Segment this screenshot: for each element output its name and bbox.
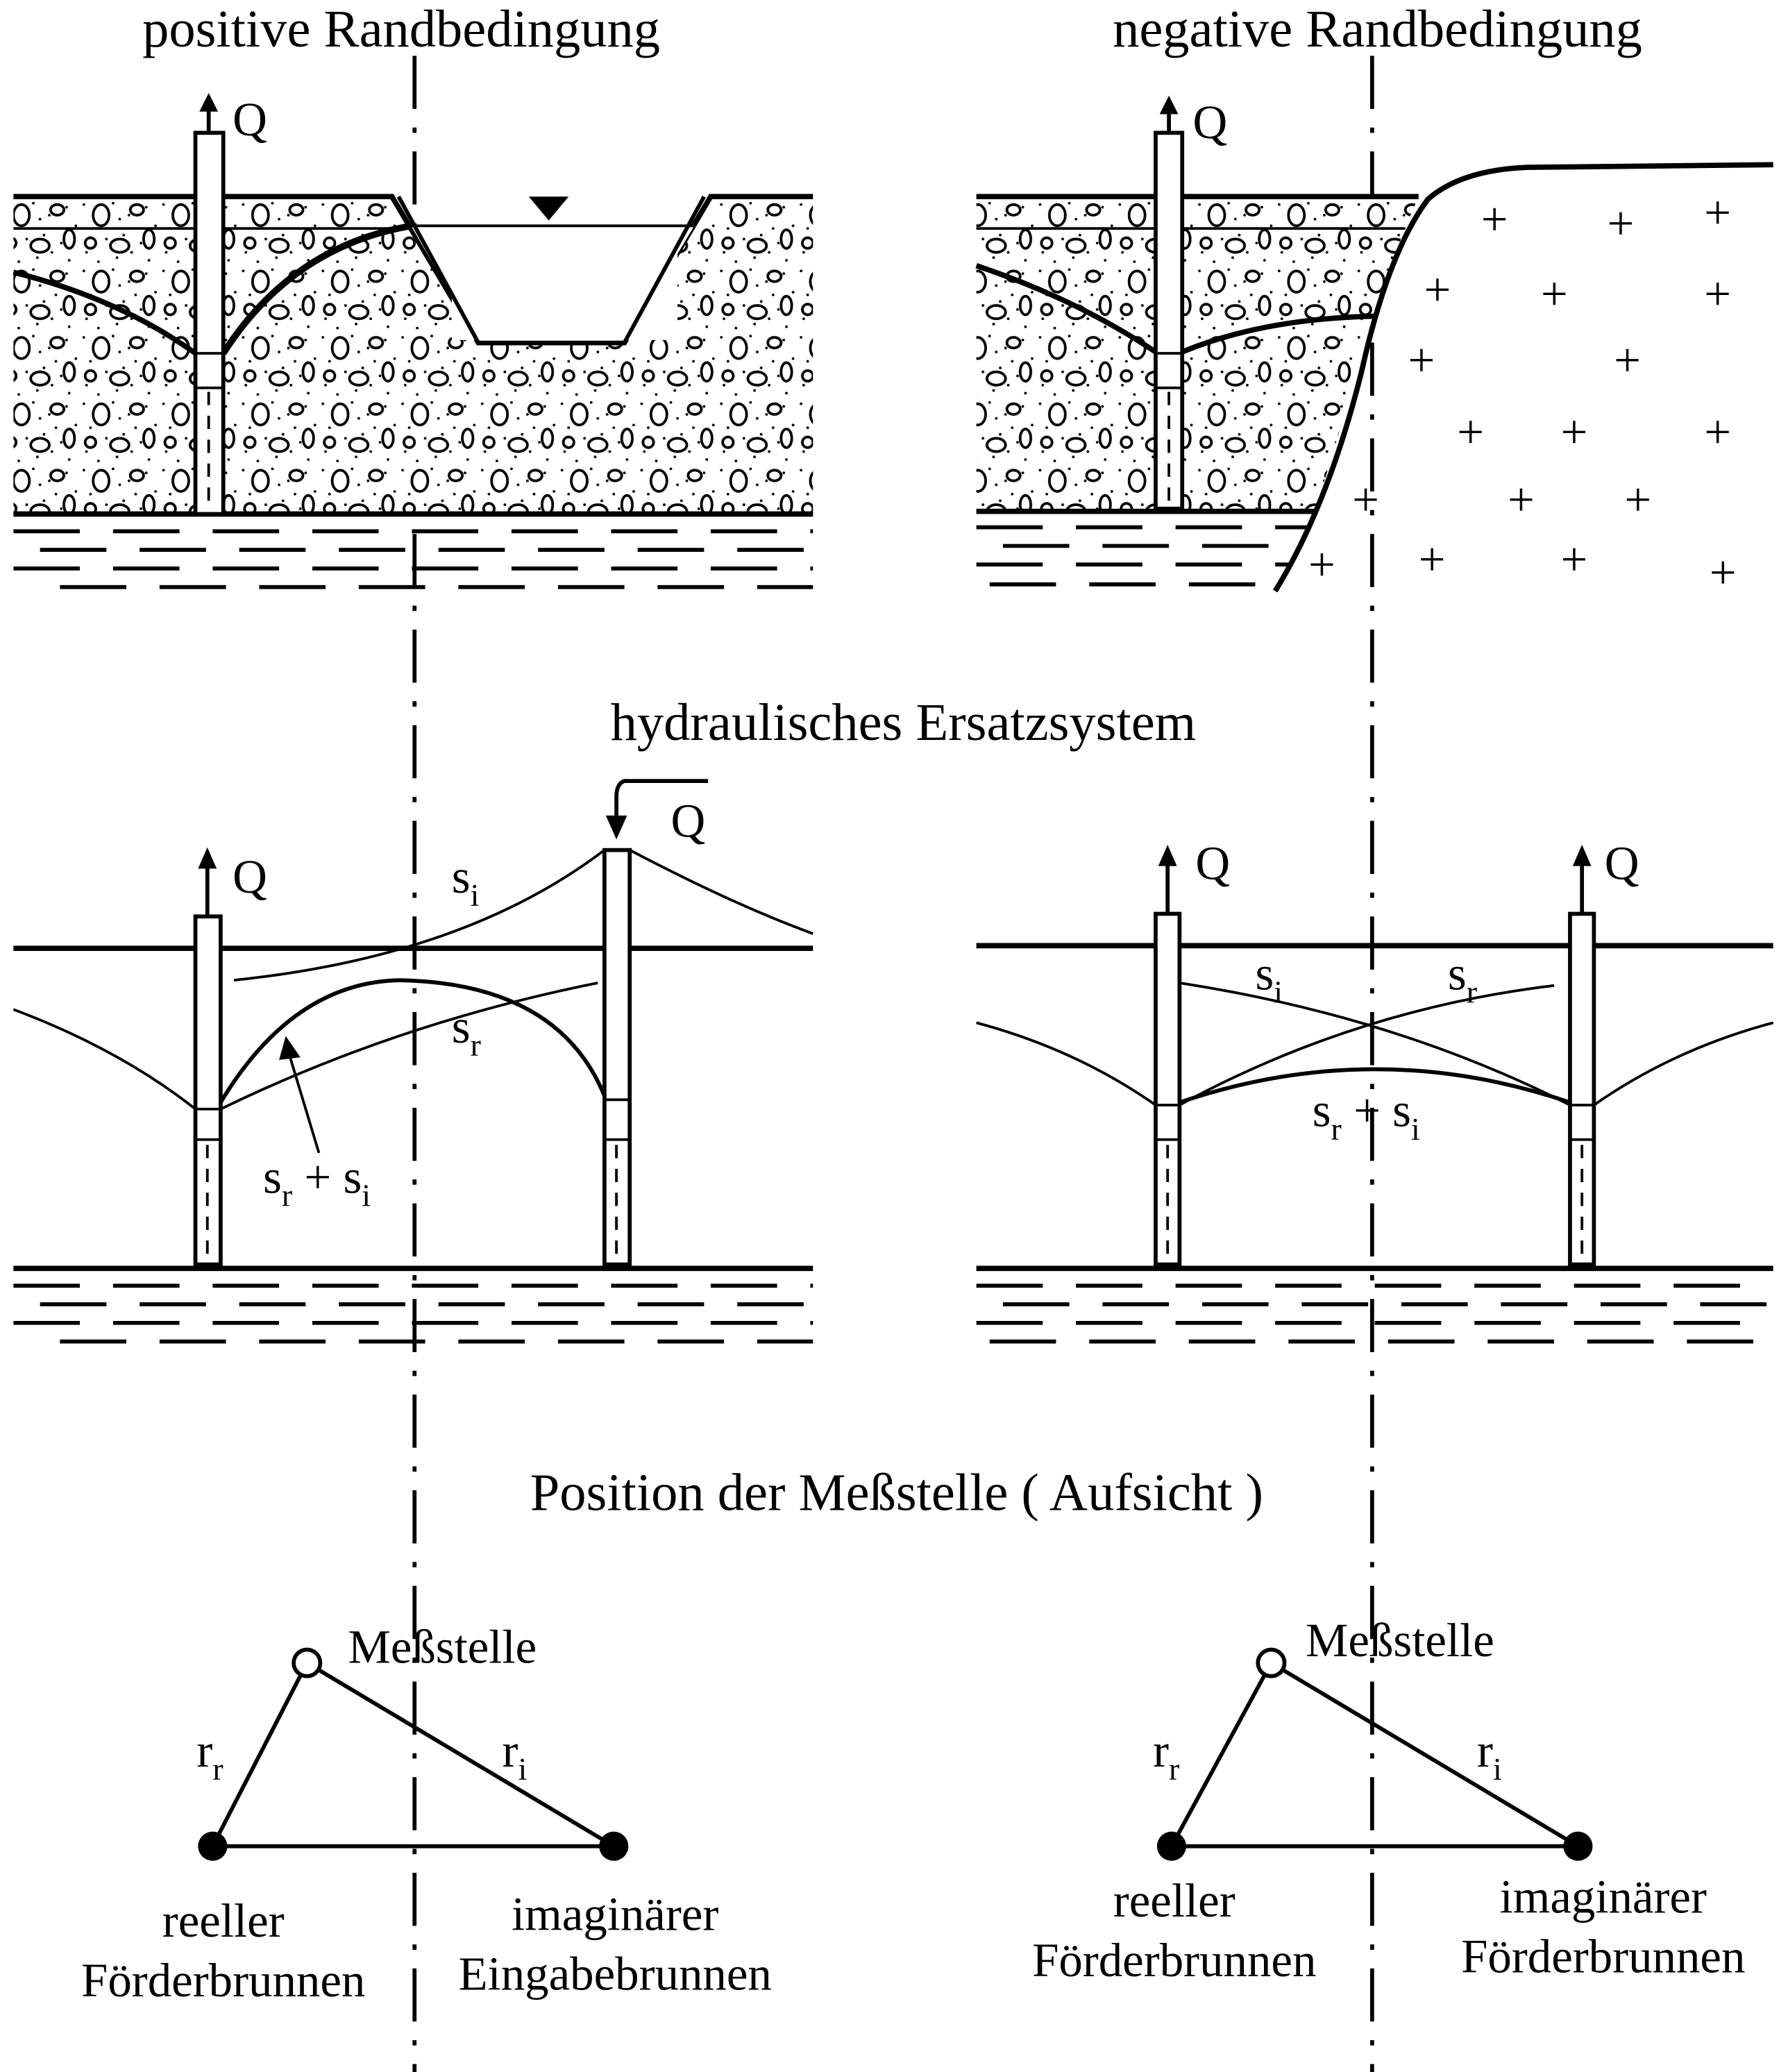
label-s-r-plus-s-i: sr + si xyxy=(1313,1084,1420,1147)
svg-text:+: + xyxy=(1508,473,1535,525)
superposition-curve xyxy=(219,978,607,1104)
svg-text:+: + xyxy=(1624,473,1651,525)
title-negative-boundary: negative Randbedingung xyxy=(1113,0,1642,58)
discharge-label: Q xyxy=(1193,96,1228,149)
arrow-up-icon xyxy=(1158,844,1177,914)
mound-image xyxy=(233,849,606,982)
svg-text:+: + xyxy=(1457,405,1484,458)
arrow-up-icon xyxy=(1159,95,1179,133)
superposition-curve xyxy=(1179,1067,1571,1104)
observation-point-marker xyxy=(1256,1647,1287,1678)
svg-text:+: + xyxy=(1408,334,1435,387)
label-s-r-plus-s-i: sr + si xyxy=(263,1150,371,1213)
negative-boundary-section: + + + + + + + + + + + + + + + + + + xyxy=(975,95,1773,599)
svg-text:+: + xyxy=(1541,267,1568,320)
discharge-label: Q xyxy=(233,93,267,146)
svg-text:+: + xyxy=(1424,263,1451,316)
real-well xyxy=(193,914,223,1267)
real-well-label-1: reeller xyxy=(162,1894,285,1947)
aquitard-clay xyxy=(13,529,813,589)
arrow-up-icon xyxy=(1572,844,1592,914)
svg-text:+: + xyxy=(1704,267,1731,320)
svg-text:+: + xyxy=(1419,533,1446,586)
title-positive-boundary: positive Randbedingung xyxy=(142,0,660,58)
observation-point-marker xyxy=(292,1647,323,1678)
water-level-triangle-icon xyxy=(528,196,569,221)
drawdown-image xyxy=(1179,982,1571,1106)
image-injection-well xyxy=(602,848,632,1267)
arrow-icon xyxy=(279,1036,301,1060)
real-well-marker xyxy=(1156,1831,1186,1861)
label-r-r: rr xyxy=(1153,1724,1179,1787)
discharge-label: Q xyxy=(1195,837,1230,890)
arrow-up-icon xyxy=(199,92,219,133)
real-well-label-2: Förderbrunnen xyxy=(81,1954,365,2007)
drawdown-real xyxy=(12,1008,196,1111)
image-well-label-1: imaginärer xyxy=(1500,1870,1707,1923)
svg-text:+: + xyxy=(1704,405,1731,458)
discharge-label: Q xyxy=(233,850,267,903)
title-position: Position der Meßstelle ( Aufsicht ) xyxy=(530,1463,1263,1522)
plan-view-negative: Meßstelle rr ri reeller Förderbrunnen im… xyxy=(1032,1614,1745,1987)
real-well-label-1: reeller xyxy=(1113,1874,1235,1927)
observation-point-label: Meßstelle xyxy=(1306,1614,1494,1667)
image-well-marker xyxy=(599,1831,629,1861)
positive-boundary-section: Q xyxy=(12,92,813,589)
label-r-i: ri xyxy=(1477,1724,1502,1787)
svg-text:+: + xyxy=(1710,546,1737,599)
label-s-r: sr xyxy=(452,1000,481,1063)
real-well-label-2: Förderbrunnen xyxy=(1032,1934,1316,1987)
image-well-label-1: imaginärer xyxy=(512,1887,718,1940)
svg-text:+: + xyxy=(1561,405,1588,458)
gravel-aquifer xyxy=(976,196,1419,512)
hydraulic-system-positive: Q Q si sr sr + si xyxy=(12,779,813,1344)
drawdown-curve xyxy=(12,269,197,356)
real-well-marker xyxy=(198,1831,228,1861)
gravel-aquifer xyxy=(13,196,813,514)
svg-text:+: + xyxy=(1481,193,1508,246)
discharge-label: Q xyxy=(1605,837,1639,890)
image-well-label-2: Förderbrunnen xyxy=(1461,1930,1745,1982)
label-s-r: sr xyxy=(1448,947,1477,1010)
svg-text:+: + xyxy=(1614,334,1641,387)
svg-text:+: + xyxy=(1608,196,1635,249)
plan-view-positive: Meßstelle rr ri reeller Förderbrunnen im… xyxy=(81,1621,772,2007)
image-well-label-2: Eingabebrunnen xyxy=(458,1947,771,2000)
bedrock-boundary xyxy=(1272,162,1773,593)
label-s-i: si xyxy=(452,850,480,913)
bedrock-crosses: + + + + + + + + + + + + + + + + + + xyxy=(1308,186,1737,599)
label-r-i: ri xyxy=(503,1724,528,1787)
injection-label: Q xyxy=(671,794,706,847)
svg-text:+: + xyxy=(1308,538,1335,591)
hydraulic-system-negative: Q Q si sr sr + si xyxy=(976,837,1774,1344)
real-well xyxy=(1154,911,1182,1267)
svg-text:+: + xyxy=(1352,473,1379,525)
svg-text:+: + xyxy=(1561,533,1588,586)
arrow-down-icon xyxy=(605,779,709,840)
aquitard-clay xyxy=(976,525,1308,587)
label-s-i: si xyxy=(1255,947,1283,1010)
drawdown-real xyxy=(1179,984,1555,1106)
real-well xyxy=(1154,130,1185,511)
real-well xyxy=(193,130,226,516)
label-r-r: rr xyxy=(196,1724,223,1787)
image-well-marker xyxy=(1563,1831,1593,1861)
title-hydraulic-system: hydraulisches Ersatzsystem xyxy=(611,693,1197,752)
observation-point-label: Meßstelle xyxy=(348,1621,537,1674)
svg-text:+: + xyxy=(1704,186,1731,239)
image-pumping-well xyxy=(1568,911,1596,1267)
arrow-up-icon xyxy=(198,847,217,917)
